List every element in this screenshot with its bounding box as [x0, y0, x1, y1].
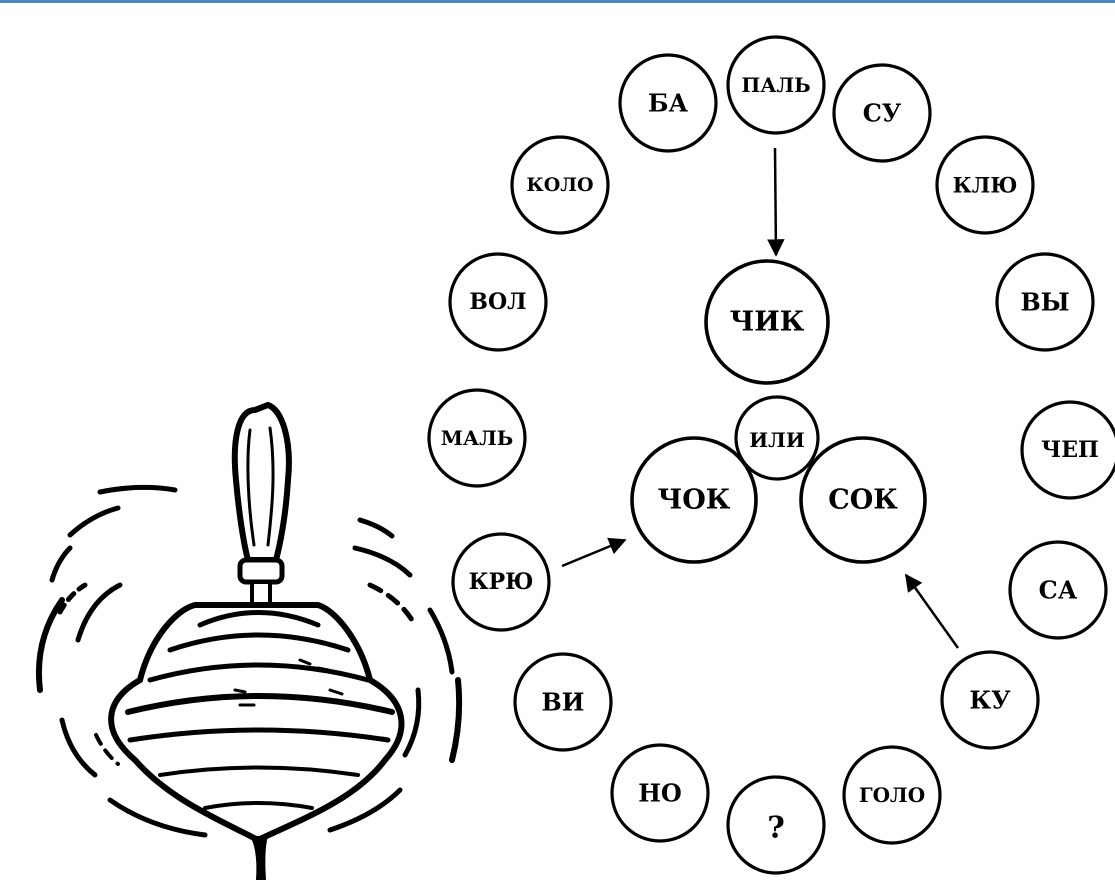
center-word-chok: ЧОК [630, 436, 758, 564]
top-accent-bar [0, 0, 1115, 3]
syllable-label: ГОЛО [859, 783, 925, 807]
center-word-ili: ИЛИ [734, 395, 820, 481]
syllable-bubble: ВОЛ [448, 252, 548, 352]
center-word-ili-label: ИЛИ [749, 428, 804, 452]
syllable-bubble: КЛЮ [935, 135, 1035, 235]
syllable-label: БА [648, 89, 689, 118]
center-word-chik-label: ЧИК [730, 307, 805, 338]
syllable-bubble: НО [610, 743, 710, 843]
syllable-bubble: КОЛО [510, 135, 610, 235]
motion-lines-left [35, 484, 208, 838]
syllable-bubble: ГОЛО [842, 745, 942, 845]
syllable-ring: ПАЛЬ СУ КЛЮ ВЫ ЧЕП СА КУ ГОЛО [427, 35, 1115, 875]
syllable-label: СА [1039, 576, 1078, 605]
arrow-kryu-to-chok [561, 537, 627, 568]
center-cluster: ЧИК ЧОК СОК ИЛИ [630, 259, 927, 564]
arrow-ku-to-sok [904, 573, 960, 649]
syllable-label: ВИ [542, 688, 585, 717]
syllable-bubble: КУ [940, 650, 1040, 750]
motion-lines-right [327, 517, 463, 833]
syllable-label: ВЫ [1020, 288, 1069, 317]
syllable-bubble: ВИ [513, 652, 613, 752]
syllable-label: ВОЛ [469, 289, 526, 315]
syllable-label: НО [638, 779, 682, 808]
arrows [561, 147, 960, 649]
syllable-bubble: МАЛЬ [427, 388, 527, 488]
syllable-label: СУ [863, 99, 902, 128]
syllable-label: КУ [969, 686, 1011, 715]
syllable-label: ЧЕП [1041, 437, 1099, 463]
center-word-sok: СОК [799, 436, 927, 564]
arrow-paly-to-chik [767, 147, 785, 257]
syllable-bubble: СА [1008, 540, 1108, 640]
syllable-bubble: БА [618, 53, 718, 153]
syllable-label: КЛЮ [953, 173, 1018, 198]
syllable-label: ПАЛЬ [741, 73, 810, 97]
syllable-bubble: СУ [832, 63, 932, 163]
syllable-bubble: ЧЕП [1020, 400, 1115, 500]
center-word-chok-label: ЧОК [658, 485, 731, 516]
syllable-bubble: КРЮ [451, 532, 551, 632]
syllable-bubble: ? [726, 775, 826, 875]
center-word-sok-label: СОК [828, 485, 898, 516]
syllable-bubble: ВЫ [995, 252, 1095, 352]
spinning-top-icon [35, 401, 463, 880]
syllable-bubble: ПАЛЬ [726, 35, 826, 135]
syllable-label: КРЮ [469, 569, 534, 595]
syllable-label: МАЛЬ [441, 426, 514, 450]
syllable-label: КОЛО [526, 174, 593, 196]
syllable-label: ? [767, 811, 785, 846]
center-word-chik: ЧИК [704, 259, 830, 385]
